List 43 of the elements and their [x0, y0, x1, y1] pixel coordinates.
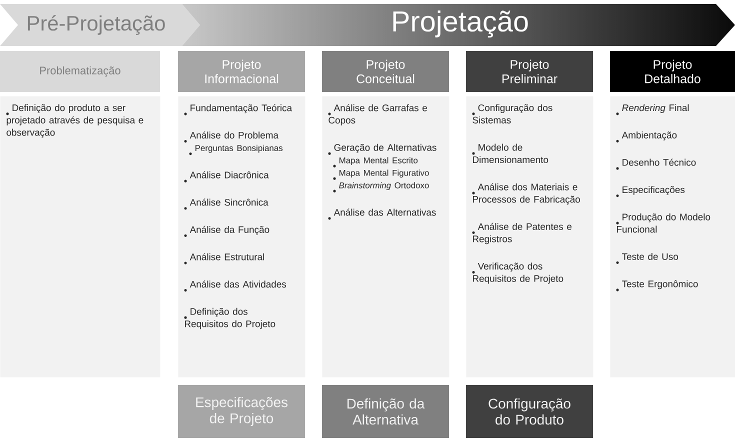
bullet-item: Análise da Função — [184, 226, 270, 237]
bullet-item: Configuração dos Sistemas — [472, 104, 552, 124]
bullet-item: Análise Sincrônica — [184, 198, 268, 210]
bullet-item: Teste Ergonômico — [616, 280, 698, 292]
bullet-item: Análise dos Materiais e Processos de Fabricação — [472, 183, 580, 205]
list-panel — [610, 96, 735, 378]
phase-header: Projeto Preliminar — [466, 51, 593, 92]
list-panel — [322, 96, 450, 378]
bullet-item: Desenho Técnico — [616, 158, 696, 170]
list-panel — [178, 96, 306, 378]
bullet-item: Modelo de Dimensionamento — [472, 144, 548, 164]
bullet-item: Análise Estrutural — [184, 253, 264, 264]
output-box: Definição da Alternativa — [322, 385, 449, 438]
bullet-item: Definição dos Requisitos do Projeto — [184, 308, 276, 330]
bullet-item: Análise das Alternativas — [328, 208, 436, 220]
bullet-item: Mapa Mental Figurativo — [333, 170, 429, 180]
phase-header: Projeto Informacional — [178, 51, 305, 92]
phase-header: Projeto Detalhado — [610, 51, 735, 92]
phase-chevron: Pré-Projetação — [0, 4, 200, 46]
output-box: Especificações de Projeto — [178, 385, 305, 438]
phase-header: Problematização — [0, 51, 160, 92]
phase-arrow: Projetação — [393, 10, 528, 38]
bullet-item: Ambientação — [616, 132, 677, 142]
bullet-item: Análise de Garrafas e Copos — [328, 104, 427, 126]
bullet-item: Perguntas Bonsipianas — [189, 144, 283, 156]
bullet-item: Análise Diacrônica — [184, 171, 269, 182]
bullet-item: Produção do Modelo Funcional — [616, 213, 710, 233]
bullet-item: Teste de Uso — [616, 253, 678, 264]
bullet-item: Análise do Problema — [184, 132, 278, 143]
bullet-item: Brainstorming Ortodoxo — [333, 182, 429, 192]
phase-header: Projeto Conceitual — [322, 51, 449, 92]
bullet-item: Verificação dos Requisitos de Projeto — [472, 262, 564, 284]
bullet-item: Análise de Patentes e Registros — [472, 222, 572, 244]
bullet-item: Rendering Final — [616, 104, 689, 116]
bullet-item: Geração de Alternativas — [328, 144, 436, 155]
bullet-item: Definição do produto a ser projetado através de pesquisa e observação — [6, 104, 144, 138]
bullet-item: Fundamentação Teórica — [184, 104, 292, 116]
list-panel — [0, 96, 160, 378]
bullet-item: Especificações — [616, 186, 685, 198]
bullet-item: Análise das Atividades — [184, 280, 286, 292]
bullet-item: Mapa Mental Escrito — [333, 157, 418, 168]
list-panel — [466, 96, 594, 378]
output-box: Configuração do Produto — [466, 385, 593, 438]
